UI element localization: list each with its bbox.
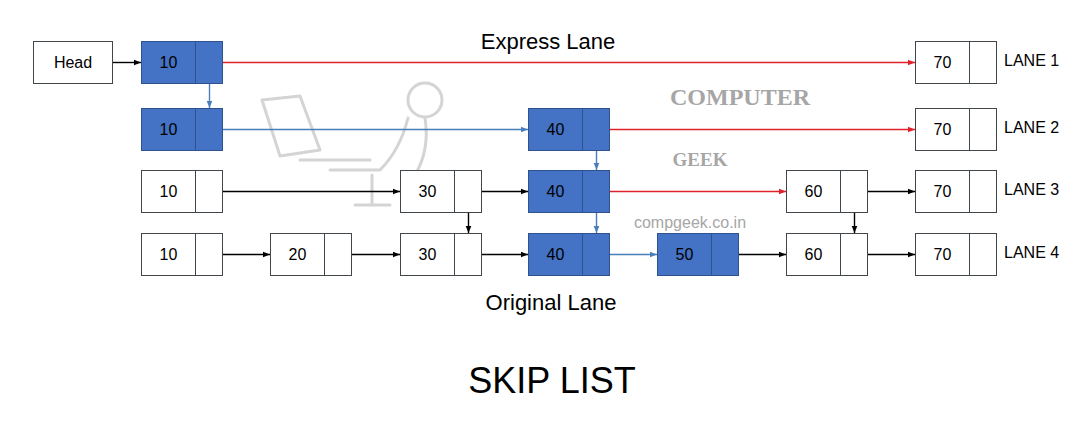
lane-label: LANE 4 [1004,244,1059,262]
value-cell: 10 [142,171,195,212]
node-value: 70 [934,121,952,139]
node-value: 10 [160,183,178,201]
pointer-arrow [210,191,401,192]
value-cell: 60 [787,171,840,212]
value-cell: 20 [271,234,324,275]
node-value: 70 [934,246,952,264]
pointer-arrow [468,213,469,233]
node-value: 10 [160,54,178,72]
lane-caption: Original Lane [486,290,617,316]
pointer-cell [969,109,996,150]
watermark-text: GEEK [673,149,728,171]
node-value: 10 [160,246,178,264]
pointer-cell [195,109,222,150]
watermark-text: compgeek.co.in [634,214,746,232]
pointer-cell [969,234,996,275]
node-value: 60 [805,183,823,201]
list-node: 10 [141,108,223,151]
pointer-cell [195,171,222,212]
list-node: 10 [141,170,223,213]
lane-label: LANE 2 [1004,119,1059,137]
pointer-cell [582,171,609,212]
pointer-cell [195,42,222,83]
value-cell: 10 [142,42,195,83]
list-node: 40 [528,170,610,213]
pointer-arrow [596,151,597,170]
node-value: 10 [160,121,178,139]
pointer-cell [582,109,609,150]
pointer-arrow [210,129,529,130]
pointer-cell [969,42,996,83]
pointer-cell [711,234,738,275]
value-cell: 10 [142,234,195,275]
list-node: 40 [528,108,610,151]
list-node: 10 [141,233,223,276]
node-value: 20 [289,246,307,264]
list-node: 10 [141,41,223,84]
pointer-cell [840,171,867,212]
value-cell: 60 [787,234,840,275]
list-node: 30 [400,170,482,213]
node-value: 60 [805,246,823,264]
node-value: 70 [934,183,952,201]
value-cell: Head [34,42,112,83]
list-node: 70 [915,170,997,213]
list-node: 70 [915,41,997,84]
node-value: 40 [547,121,565,139]
value-cell: 70 [916,234,969,275]
value-cell: 40 [529,109,582,150]
value-cell: 50 [658,234,711,275]
node-value: 30 [419,183,437,201]
lane-label: LANE 1 [1004,52,1059,70]
pointer-arrow [597,129,916,130]
value-cell: 30 [401,234,454,275]
value-cell: 70 [916,109,969,150]
pointer-arrow [113,62,141,63]
node-value: 40 [547,183,565,201]
pointer-arrow [854,213,855,233]
node-value: 70 [934,54,952,72]
node-value: 40 [547,246,565,264]
value-cell: 10 [142,109,195,150]
list-node: 40 [528,233,610,276]
pointer-arrow [209,84,210,108]
list-node: 70 [915,108,997,151]
pointer-cell [969,171,996,212]
pointer-cell [582,234,609,275]
value-cell: 70 [916,42,969,83]
list-node: 30 [400,233,482,276]
lane-label: LANE 3 [1004,181,1059,199]
pointer-arrow [596,213,597,233]
pointer-cell [324,234,351,275]
value-cell: 40 [529,234,582,275]
pointer-arrow [597,191,787,192]
node-value: Head [54,54,92,72]
value-cell: 40 [529,171,582,212]
list-node: 60 [786,233,868,276]
pointer-cell [840,234,867,275]
lane-caption: Express Lane [481,29,616,55]
head-node: Head [33,41,113,84]
pointer-arrow [210,62,916,63]
pointer-cell [454,171,481,212]
value-cell: 30 [401,171,454,212]
list-node: 50 [657,233,739,276]
node-value: 50 [676,246,694,264]
node-value: 30 [419,246,437,264]
list-node: 20 [270,233,352,276]
diagram-title: SKIP LIST [468,360,635,402]
pointer-cell [195,234,222,275]
value-cell: 70 [916,171,969,212]
list-node: 60 [786,170,868,213]
watermark-text: COMPUTER [670,84,810,111]
pointer-cell [454,234,481,275]
list-node: 70 [915,233,997,276]
